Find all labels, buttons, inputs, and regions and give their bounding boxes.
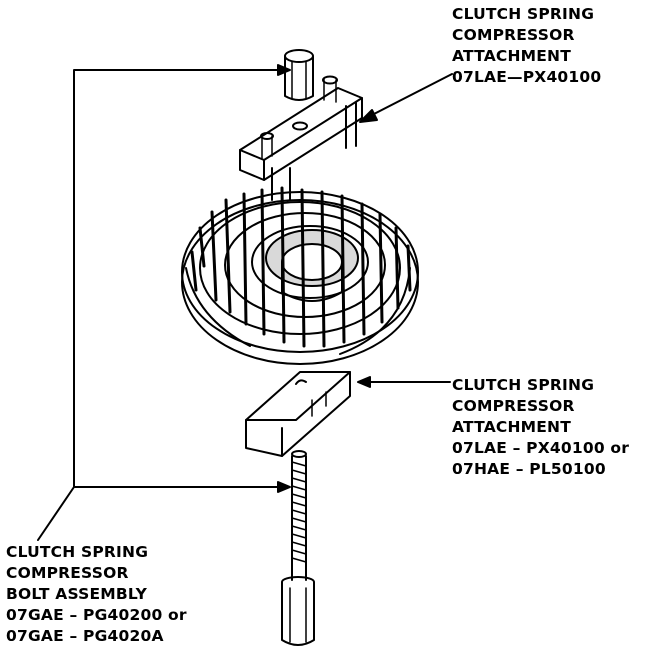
middle-attachment-part <box>245 371 351 457</box>
label-line: CLUTCH SPRING <box>452 376 595 394</box>
top-leader-arrow <box>359 73 453 123</box>
label-line: 07LAE – PX40100 or <box>452 439 630 457</box>
label-line: BOLT ASSEMBLY <box>6 585 148 603</box>
label-line: CLUTCH SPRING <box>6 543 149 561</box>
label-line: 07LAE—PX40100 <box>452 68 602 86</box>
label-line: ATTACHMENT <box>452 418 571 436</box>
top-nut <box>284 49 314 101</box>
label-line: COMPRESSOR <box>452 397 575 415</box>
top-attachment-part <box>239 75 363 207</box>
label-line: ATTACHMENT <box>452 47 571 65</box>
label-middle-attachment: CLUTCH SPRING COMPRESSOR ATTACHMENT 07LA… <box>452 375 629 480</box>
label-bolt-assembly: CLUTCH SPRING COMPRESSOR BOLT ASSEMBLY 0… <box>6 542 187 647</box>
label-line: COMPRESSOR <box>452 26 575 44</box>
clutch-drum <box>181 186 419 365</box>
label-line: 07GAE – PG40200 or <box>6 606 187 624</box>
label-top-attachment: CLUTCH SPRING COMPRESSOR ATTACHMENT 07LA… <box>452 4 601 88</box>
label-line: 07HAE – PL50100 <box>452 460 606 478</box>
label-line: CLUTCH SPRING <box>452 5 595 23</box>
middle-leader-arrow <box>357 376 451 388</box>
label-line: COMPRESSOR <box>6 564 129 582</box>
label-line: 07GAE – PG4020A <box>6 627 164 645</box>
compressor-bolt <box>281 450 315 646</box>
